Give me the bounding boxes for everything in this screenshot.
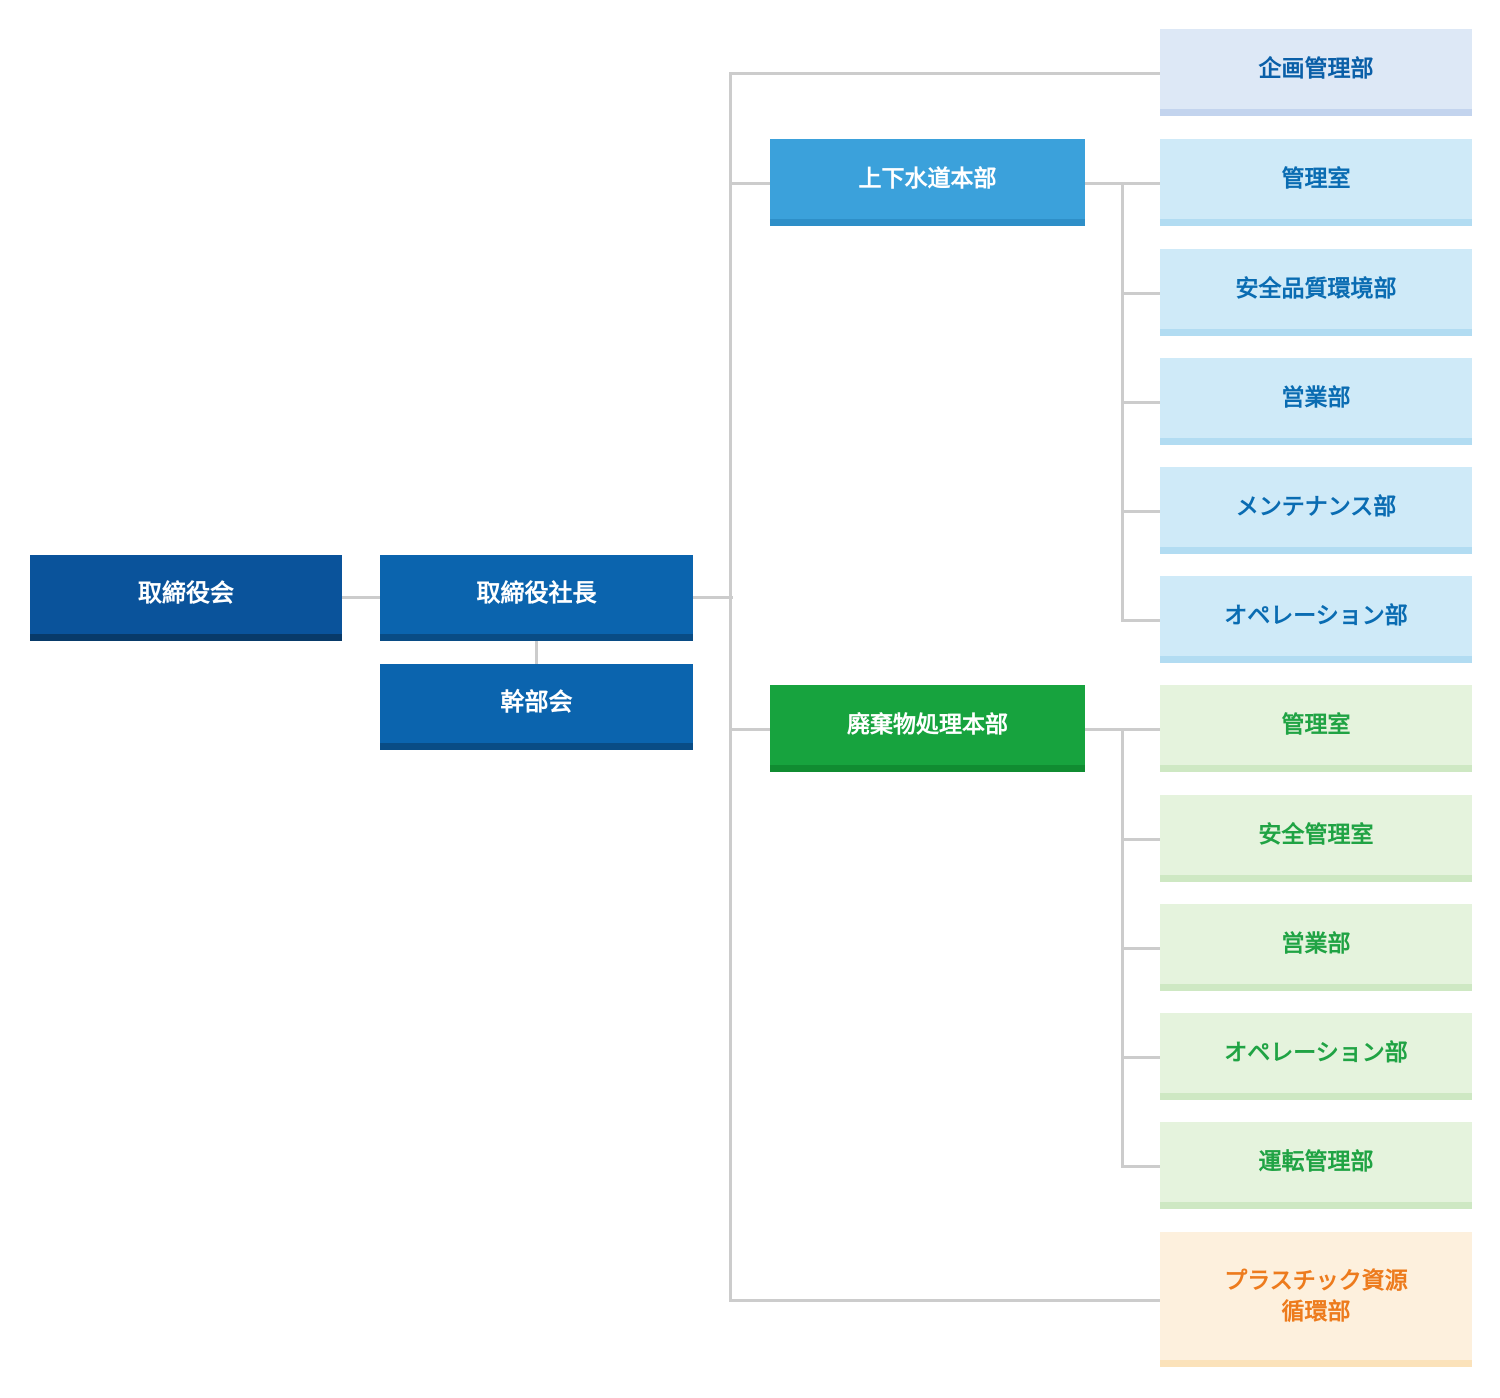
node-planning-management-dept: 企画管理部: [1160, 29, 1472, 116]
connector-board-president: [342, 596, 380, 599]
node-water-maintenance-dept: メンテナンス部: [1160, 467, 1472, 554]
connector-waste-stub-4: [1121, 1165, 1160, 1168]
connector-water-stub-4: [1121, 619, 1160, 622]
node-water-sales-dept: 営業部: [1160, 358, 1472, 445]
connector-waste-stub-1: [1121, 838, 1160, 841]
node-board-of-directors: 取締役会: [30, 555, 342, 641]
node-plastic-resource-recycling-dept: プラスチック資源 循環部: [1160, 1232, 1472, 1367]
node-waste-sales-dept: 営業部: [1160, 904, 1472, 991]
connector-branch-planning: [729, 72, 1160, 75]
node-water-sewerage-division: 上下水道本部: [770, 139, 1085, 226]
node-waste-safety-office: 安全管理室: [1160, 795, 1472, 882]
connector-waste-stub-3: [1121, 1056, 1160, 1059]
node-executive-committee: 幹部会: [380, 664, 693, 750]
node-water-safety-quality-env: 安全品質環境部: [1160, 249, 1472, 336]
connector-main-trunk: [729, 72, 732, 1302]
connector-water-stub-3: [1121, 510, 1160, 513]
node-waste-driving-mgmt-dept: 運転管理部: [1160, 1122, 1472, 1209]
connector-president-trunk: [693, 596, 733, 599]
node-water-operation-dept: オペレーション部: [1160, 576, 1472, 663]
node-water-admin-office: 管理室: [1160, 139, 1472, 226]
node-waste-admin-office: 管理室: [1160, 685, 1472, 772]
node-president: 取締役社長: [380, 555, 693, 641]
connector-president-exec: [535, 641, 538, 664]
connector-water-stub-2: [1121, 401, 1160, 404]
node-waste-operation-dept: オペレーション部: [1160, 1013, 1472, 1100]
connector-water-stub-1: [1121, 292, 1160, 295]
connector-branch-plastic: [729, 1299, 1160, 1302]
connector-waste-stub-2: [1121, 947, 1160, 950]
node-waste-treatment-division: 廃棄物処理本部: [770, 685, 1085, 772]
